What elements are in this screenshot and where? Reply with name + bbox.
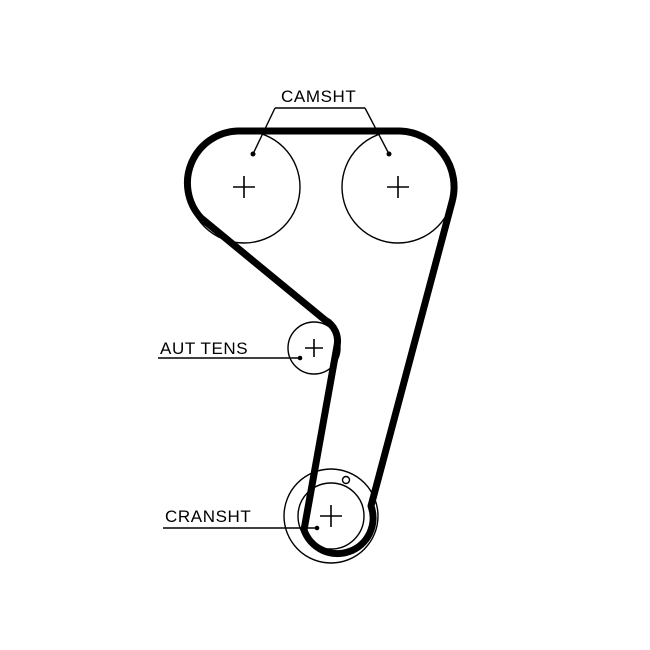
crankshaft-pulley [283, 468, 379, 564]
tensioner-circle [287, 321, 341, 375]
camshaft-leader-right [364, 107, 390, 155]
right-camshaft-pulley [341, 130, 455, 244]
left-camshaft-circle [187, 130, 301, 244]
left-camshaft-pulley [187, 130, 301, 244]
camshaft-leader [252, 107, 390, 155]
crankshaft-outer-circle [283, 468, 379, 564]
tensioner-label: AUT TENS [160, 339, 248, 358]
camshaft-label: CAMSHT [281, 87, 356, 106]
camshaft-leader-left [252, 107, 276, 155]
crankshaft-timing-mark [341, 475, 351, 485]
right-camshaft-circle [341, 130, 455, 244]
crankshaft-inner-circle [297, 482, 365, 550]
tensioner-pulley [287, 321, 341, 375]
crankshaft-label: CRANSHT [165, 507, 251, 526]
